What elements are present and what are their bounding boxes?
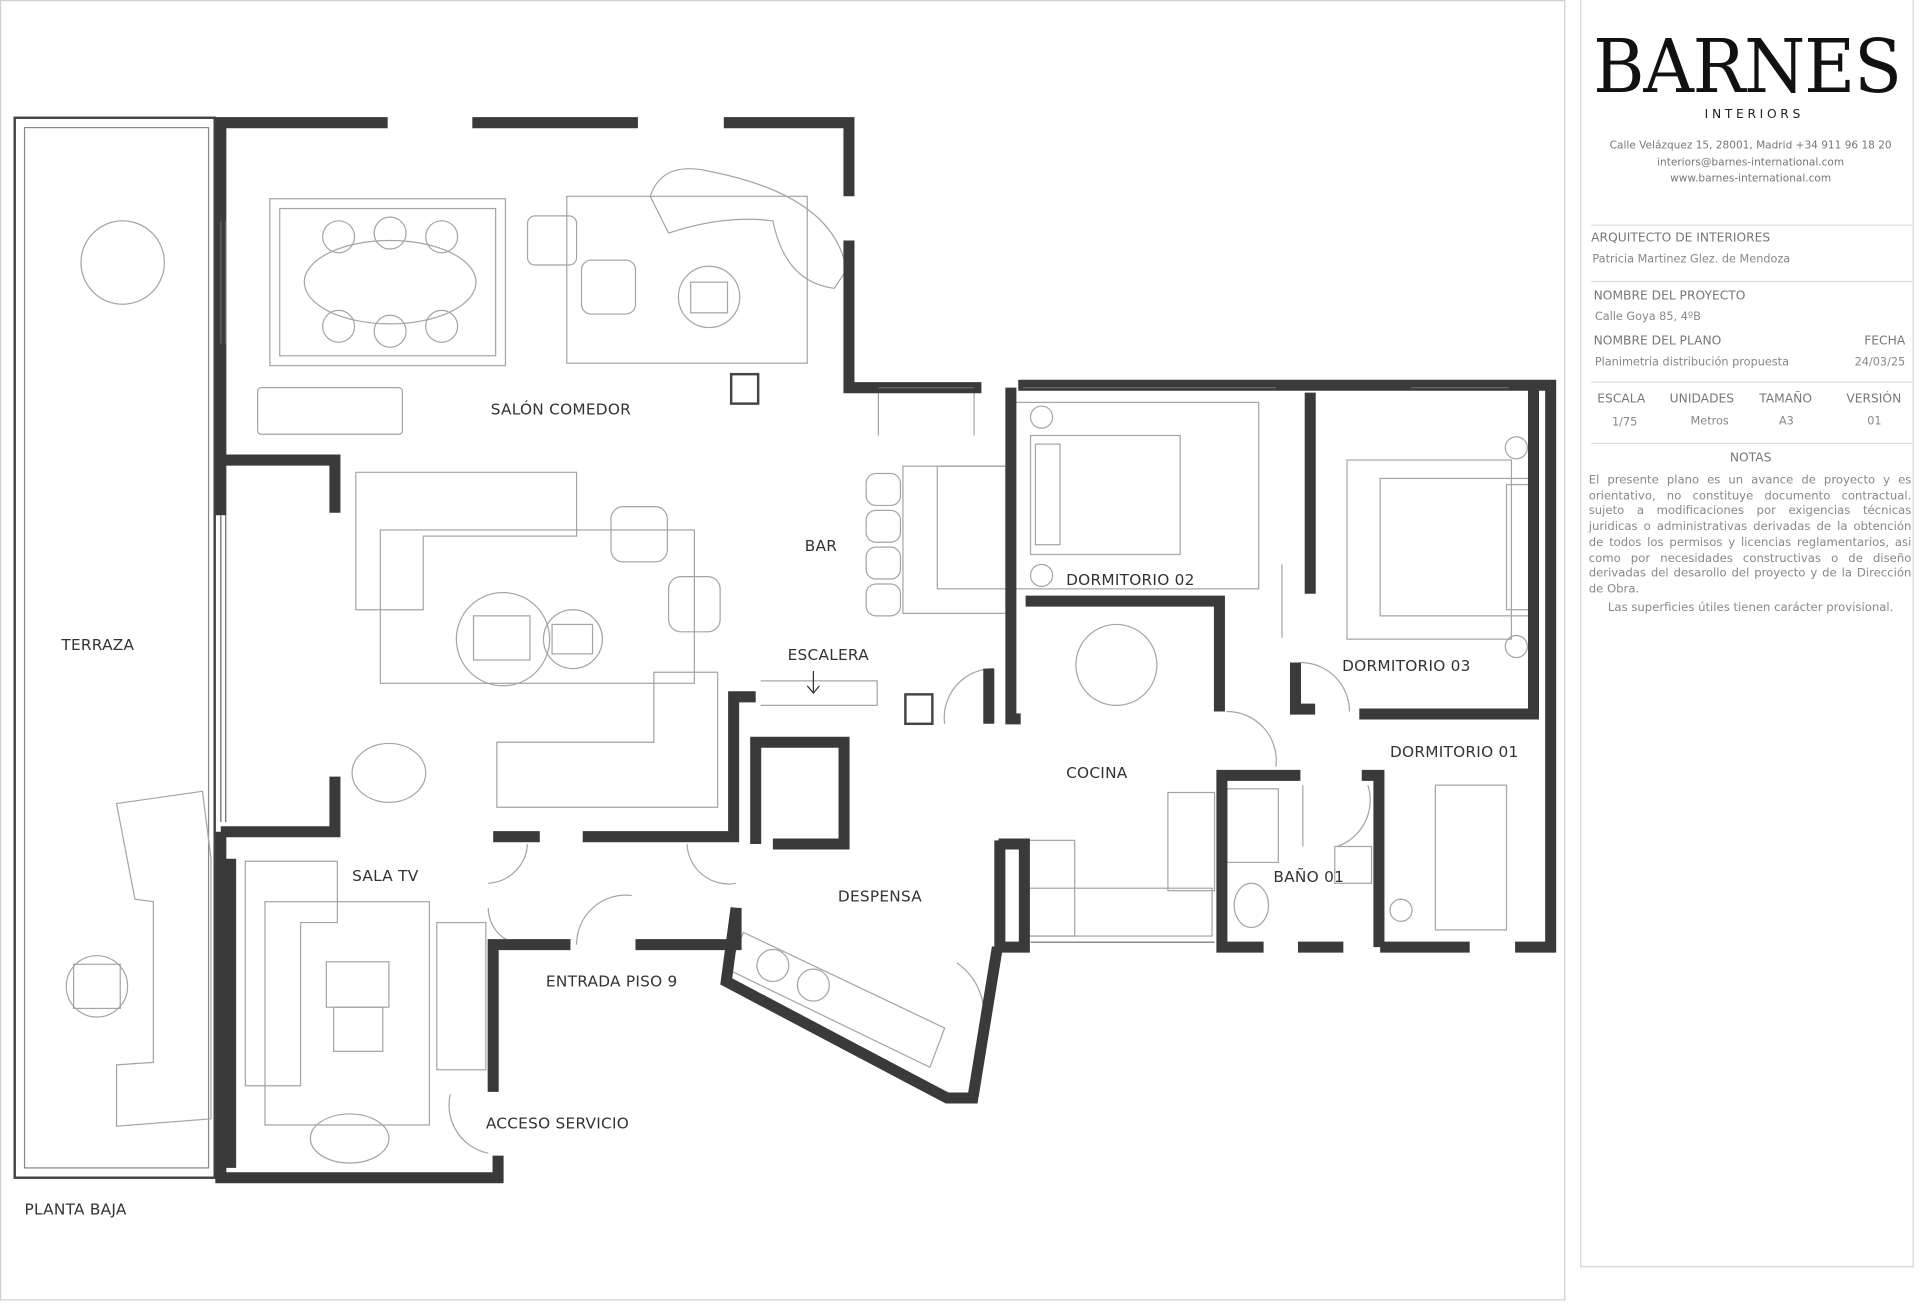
living-rug-2 — [379, 529, 695, 684]
chair — [667, 575, 721, 633]
divider — [1591, 381, 1913, 383]
living-rug — [566, 195, 808, 364]
armchair — [526, 215, 578, 266]
architect-value: Patricia Martinez Glez. de Mendoza — [1592, 252, 1791, 267]
units-label: UNIDADES — [1669, 392, 1735, 407]
door-swings — [448, 392, 1371, 1154]
bed-02 — [1029, 434, 1181, 556]
date-value: 24/03/25 — [1854, 355, 1906, 370]
room-label-bano: BAÑO 01 — [1273, 867, 1345, 886]
side-table — [677, 265, 741, 329]
furniture — [13, 116, 1538, 1179]
pouf — [351, 742, 427, 803]
walls — [215, 117, 1557, 1184]
room-label-sala-tv: SALA TV — [352, 866, 419, 885]
stair-steps — [760, 680, 878, 707]
scale-label: ESCALA — [1597, 392, 1646, 407]
terrace-side-table — [65, 955, 129, 1018]
plan-value: Planimetria distribución propuesta — [1594, 355, 1790, 370]
divider — [1591, 442, 1913, 445]
tv-rug — [264, 901, 430, 1126]
room-label-escalera: ESCALERA — [787, 645, 869, 664]
bed-03 — [1379, 477, 1538, 617]
l-sofa-bottom — [496, 671, 719, 808]
room-label-entrada: ENTRADA PISO 9 — [545, 971, 678, 991]
floor-plan-drawing — [13, 116, 1557, 1184]
dining-chairs — [322, 216, 459, 348]
sideboard — [257, 387, 404, 435]
dining-rug — [269, 198, 507, 367]
bar-counter — [902, 465, 1007, 615]
website: www.barnes-international.com — [1670, 172, 1832, 186]
chair — [610, 506, 668, 563]
scale-value: 1/75 — [1612, 415, 1638, 430]
brand-logo: BARNES — [1593, 24, 1902, 111]
size-value: A3 — [1778, 414, 1794, 429]
bedroom-rug — [1346, 459, 1513, 640]
room-label-bar: BAR — [804, 536, 838, 555]
ottoman — [580, 259, 637, 315]
brand-subtitle: INTERIORS — [1704, 107, 1804, 122]
floor-plan: TERRAZA SALÓN COMEDOR BAR ESCALERA DORMI… — [13, 116, 1557, 1219]
curved-sofa — [649, 168, 848, 289]
floor-label: PLANTA BAJA — [24, 1199, 127, 1219]
room-label-cocina: COCINA — [1066, 763, 1128, 782]
plan-label: NOMBRE DEL PLANO — [1593, 334, 1722, 349]
room-label-dormitorio-01: DORMITORIO 01 — [1389, 742, 1519, 761]
terrace-table — [80, 220, 166, 305]
notes-text: El presente plano es un avance de proyec… — [1588, 473, 1912, 597]
room-label-dormitorio-02: DORMITORIO 02 — [1066, 570, 1195, 589]
toilet — [1233, 882, 1270, 929]
shower — [1226, 788, 1279, 864]
l-sofa-top — [355, 471, 578, 611]
tv-console — [436, 921, 487, 1071]
sink — [1334, 845, 1373, 884]
tv-sofa — [244, 860, 338, 1087]
room-label-terraza: TERRAZA — [61, 635, 135, 654]
divider — [1591, 224, 1913, 226]
email: interiors@barnes-international.com — [1657, 157, 1845, 170]
notes-title: NOTAS — [1729, 451, 1772, 465]
coffee-table — [455, 591, 551, 687]
bar-stools — [865, 472, 902, 617]
kitchen-table — [1075, 623, 1158, 707]
date-label: FECHA — [1864, 334, 1906, 349]
project-value: Calle Goya 85, 4ºB — [1594, 310, 1701, 324]
windows — [220, 220, 1509, 943]
bedroom-rug — [1012, 401, 1260, 590]
tv-pouf — [309, 1113, 390, 1164]
room-label-despensa: DESPENSA — [837, 886, 923, 906]
architect-label: ARQUITECTO DE INTERIORES — [1591, 231, 1771, 246]
version-value: 01 — [1867, 414, 1882, 429]
project-label: NOMBRE DEL PROYECTO — [1593, 289, 1746, 304]
dining-table — [303, 239, 477, 325]
column — [904, 693, 934, 726]
terrace-lounger — [115, 790, 212, 1127]
units-value: Metros — [1690, 414, 1729, 429]
address: Calle Velázquez 15, 28001, Madrid +34 91… — [1609, 139, 1892, 153]
arrow-down-icon — [806, 671, 820, 695]
room-label-dormitorio-03: DORMITORIO 03 — [1342, 656, 1471, 675]
notes-provisional: Las superficies útiles tienen carácter p… — [1607, 601, 1894, 615]
divider — [1591, 280, 1913, 283]
size-label: TAMAÑO — [1759, 392, 1812, 407]
room-label-salon: SALÓN COMEDOR — [490, 399, 632, 419]
terrace-outline — [13, 116, 216, 1179]
column — [729, 372, 760, 405]
version-label: VERSIÓN — [1846, 392, 1902, 407]
room-label-acceso: ACCESO SERVICIO — [485, 1113, 630, 1133]
bed-01 — [1434, 784, 1508, 931]
title-block: BARNES INTERIORS Calle Velázquez 15, 280… — [1580, 0, 1914, 1268]
tv-ottoman — [325, 961, 390, 1008]
